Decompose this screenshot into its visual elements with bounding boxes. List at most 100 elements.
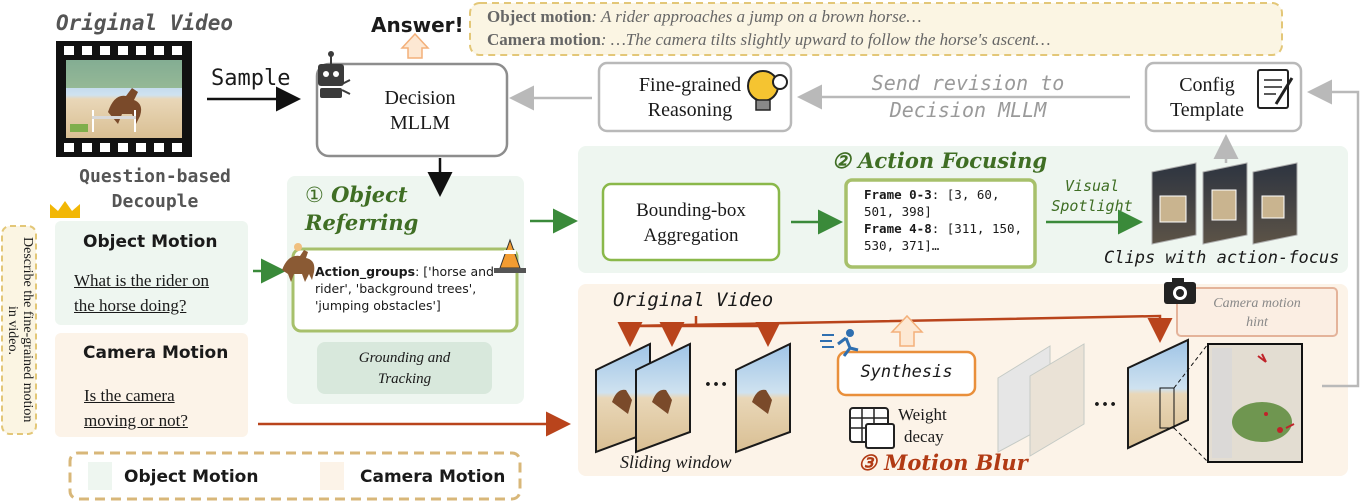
grounding-box	[317, 342, 492, 394]
zoom-rect	[1159, 387, 1175, 429]
answer-up-arrow	[400, 32, 430, 59]
motion-blur-title: ③ Motion Blur	[858, 450, 1028, 475]
frame2-values: : [311, 150, 530, 371]…	[864, 221, 1023, 253]
visual-spotlight-line2: Spotlight	[1051, 197, 1133, 215]
bbox-line1: Bounding-box	[636, 200, 746, 221]
sliding-bracket	[617, 314, 1173, 347]
camera-question-card	[55, 333, 248, 437]
camera-question-line1: Is the camera	[84, 386, 175, 405]
film-strip	[56, 41, 192, 157]
weight-decay-label: Weight decay	[898, 404, 947, 448]
blurred-frames	[997, 343, 1085, 457]
frames-box	[844, 178, 1037, 269]
lightbulb-shape	[747, 70, 788, 111]
clips-caption: Clips with action-focus	[1104, 248, 1340, 268]
camera-hint-label: Camera motion hint	[1182, 294, 1332, 332]
config-label: Config Template	[1152, 73, 1262, 123]
config-line2: Template	[1169, 99, 1245, 121]
action-groups-text: Action_groups: ['horse and rider', 'back…	[315, 263, 510, 314]
bbox-aggregation-label: Bounding-box Aggregation	[606, 198, 776, 248]
legend-object-label: Object Motion	[124, 467, 259, 487]
synthesis-box	[836, 350, 977, 397]
final-frame	[1127, 338, 1189, 450]
object-question-card	[55, 221, 248, 325]
camera-question-line2: moving or not?	[84, 411, 188, 430]
sliding-frames	[595, 342, 791, 454]
question-decouple-line1: Question-based	[79, 166, 231, 187]
camera-question-text: Is the camera moving or not?	[84, 383, 188, 433]
legend-swatch-camera	[320, 462, 344, 490]
action-groups-values: : ['horse and rider', 'background trees'…	[315, 264, 494, 313]
camera-hint-line1: Camera motion	[1213, 296, 1301, 311]
sample-label: Sample	[211, 66, 291, 91]
synthesis-label: Synthesis	[860, 362, 953, 382]
reasoning-box	[597, 61, 793, 133]
object-referring-word2: Referring	[305, 210, 419, 235]
weight-decay-line1: Weight	[898, 405, 947, 424]
sliding-ellipsis: …	[704, 366, 728, 392]
grounding-line2: Tracking	[377, 371, 432, 387]
object-question-text: What is the rider on the horse doing?	[74, 268, 209, 318]
answer-object-label: Object motion	[487, 7, 592, 26]
original-video-label: Original Video	[56, 11, 234, 35]
grounding-line1: Grounding and	[358, 350, 451, 366]
camera-hint-box	[1176, 287, 1338, 337]
object-referring-word1: Object	[331, 182, 408, 207]
answer-camera-label: Camera motion	[487, 30, 601, 49]
frames-text: Frame 0-3: [3, 60, 501, 398] Frame 4-8: …	[864, 186, 1029, 254]
decision-line2: MLLM	[390, 112, 450, 134]
object-question-line2: the horse doing?	[74, 296, 187, 315]
reasoning-line1: Fine-grained	[638, 74, 742, 96]
object-question-title: Object Motion	[83, 232, 218, 252]
robot-icon-shape	[318, 51, 351, 98]
synthesis-up-arrow	[890, 314, 924, 347]
frame1-values: : [3, 60, 501, 398]	[864, 187, 1000, 219]
runner-shape	[820, 329, 859, 357]
visual-spotlight-label: Visual Spotlight	[1042, 176, 1142, 216]
grounding-label: Grounding and Tracking	[322, 348, 487, 390]
decision-mllm-label: Decision MLLM	[350, 86, 490, 136]
horse-shape	[282, 243, 315, 282]
object-question-line1: What is the rider on	[74, 271, 210, 290]
legend-box	[68, 451, 522, 501]
reasoning-label: Fine-grained Reasoning	[620, 73, 760, 123]
visual-spotlight-line1: Visual	[1064, 177, 1120, 195]
send-revision-label: Send revision to Decision MLLM	[858, 70, 1078, 124]
spreadsheet-shape	[849, 407, 895, 449]
action-clips-shape	[1151, 162, 1298, 245]
bbox-aggregation-box	[601, 182, 781, 262]
zoom-image	[1207, 343, 1303, 463]
frame1-label: Frame 0-3	[864, 187, 932, 202]
action-groups-label: Action_groups	[315, 264, 416, 279]
blur-original-video-label: Original Video	[613, 289, 774, 311]
question-decouple-line2: Decouple	[111, 191, 199, 212]
side-instruction-box	[1, 225, 37, 435]
object-referring-line1: ① Object	[305, 181, 418, 209]
frame2-label: Frame 4-8	[864, 221, 932, 236]
camera-question-title: Camera Motion	[83, 343, 229, 363]
answer-label: Answer!	[371, 13, 464, 37]
object-referring-title: ① Object Referring	[305, 181, 418, 237]
answer-camera-text: : …The camera tilts slightly upward to f…	[600, 30, 1051, 49]
camera-hint-line2: hint	[1246, 315, 1268, 330]
action-groups-box	[291, 247, 519, 333]
camera-shape	[1164, 278, 1196, 304]
legend-camera-label: Camera Motion	[360, 467, 506, 487]
answer-object-text: : A rider approaches a jump on a brown h…	[591, 7, 922, 26]
cone-shape	[494, 238, 526, 273]
answer-camera-line: Camera motion: …The camera tilts slightl…	[487, 30, 1051, 50]
send-revision-line2: Decision MLLM	[889, 98, 1047, 122]
blur-ellipsis: …	[1093, 386, 1117, 412]
config-line1: Config	[1179, 74, 1235, 96]
template-doc-shape	[1257, 69, 1294, 109]
blur-to-config-arrow	[1307, 79, 1360, 388]
object-referring-num: ①	[305, 183, 324, 207]
answer-object-line: Object motion: A rider approaches a jump…	[487, 7, 921, 27]
legend-swatch-object	[88, 462, 112, 490]
sliding-window-label: Sliding window	[620, 452, 732, 472]
side-instruction-text: Describe the fine-grained motion in vide…	[5, 237, 35, 423]
bbox-line2: Aggregation	[643, 225, 739, 246]
action-focusing-title: ② Action Focusing	[832, 148, 1048, 173]
crown-shape	[50, 201, 80, 218]
